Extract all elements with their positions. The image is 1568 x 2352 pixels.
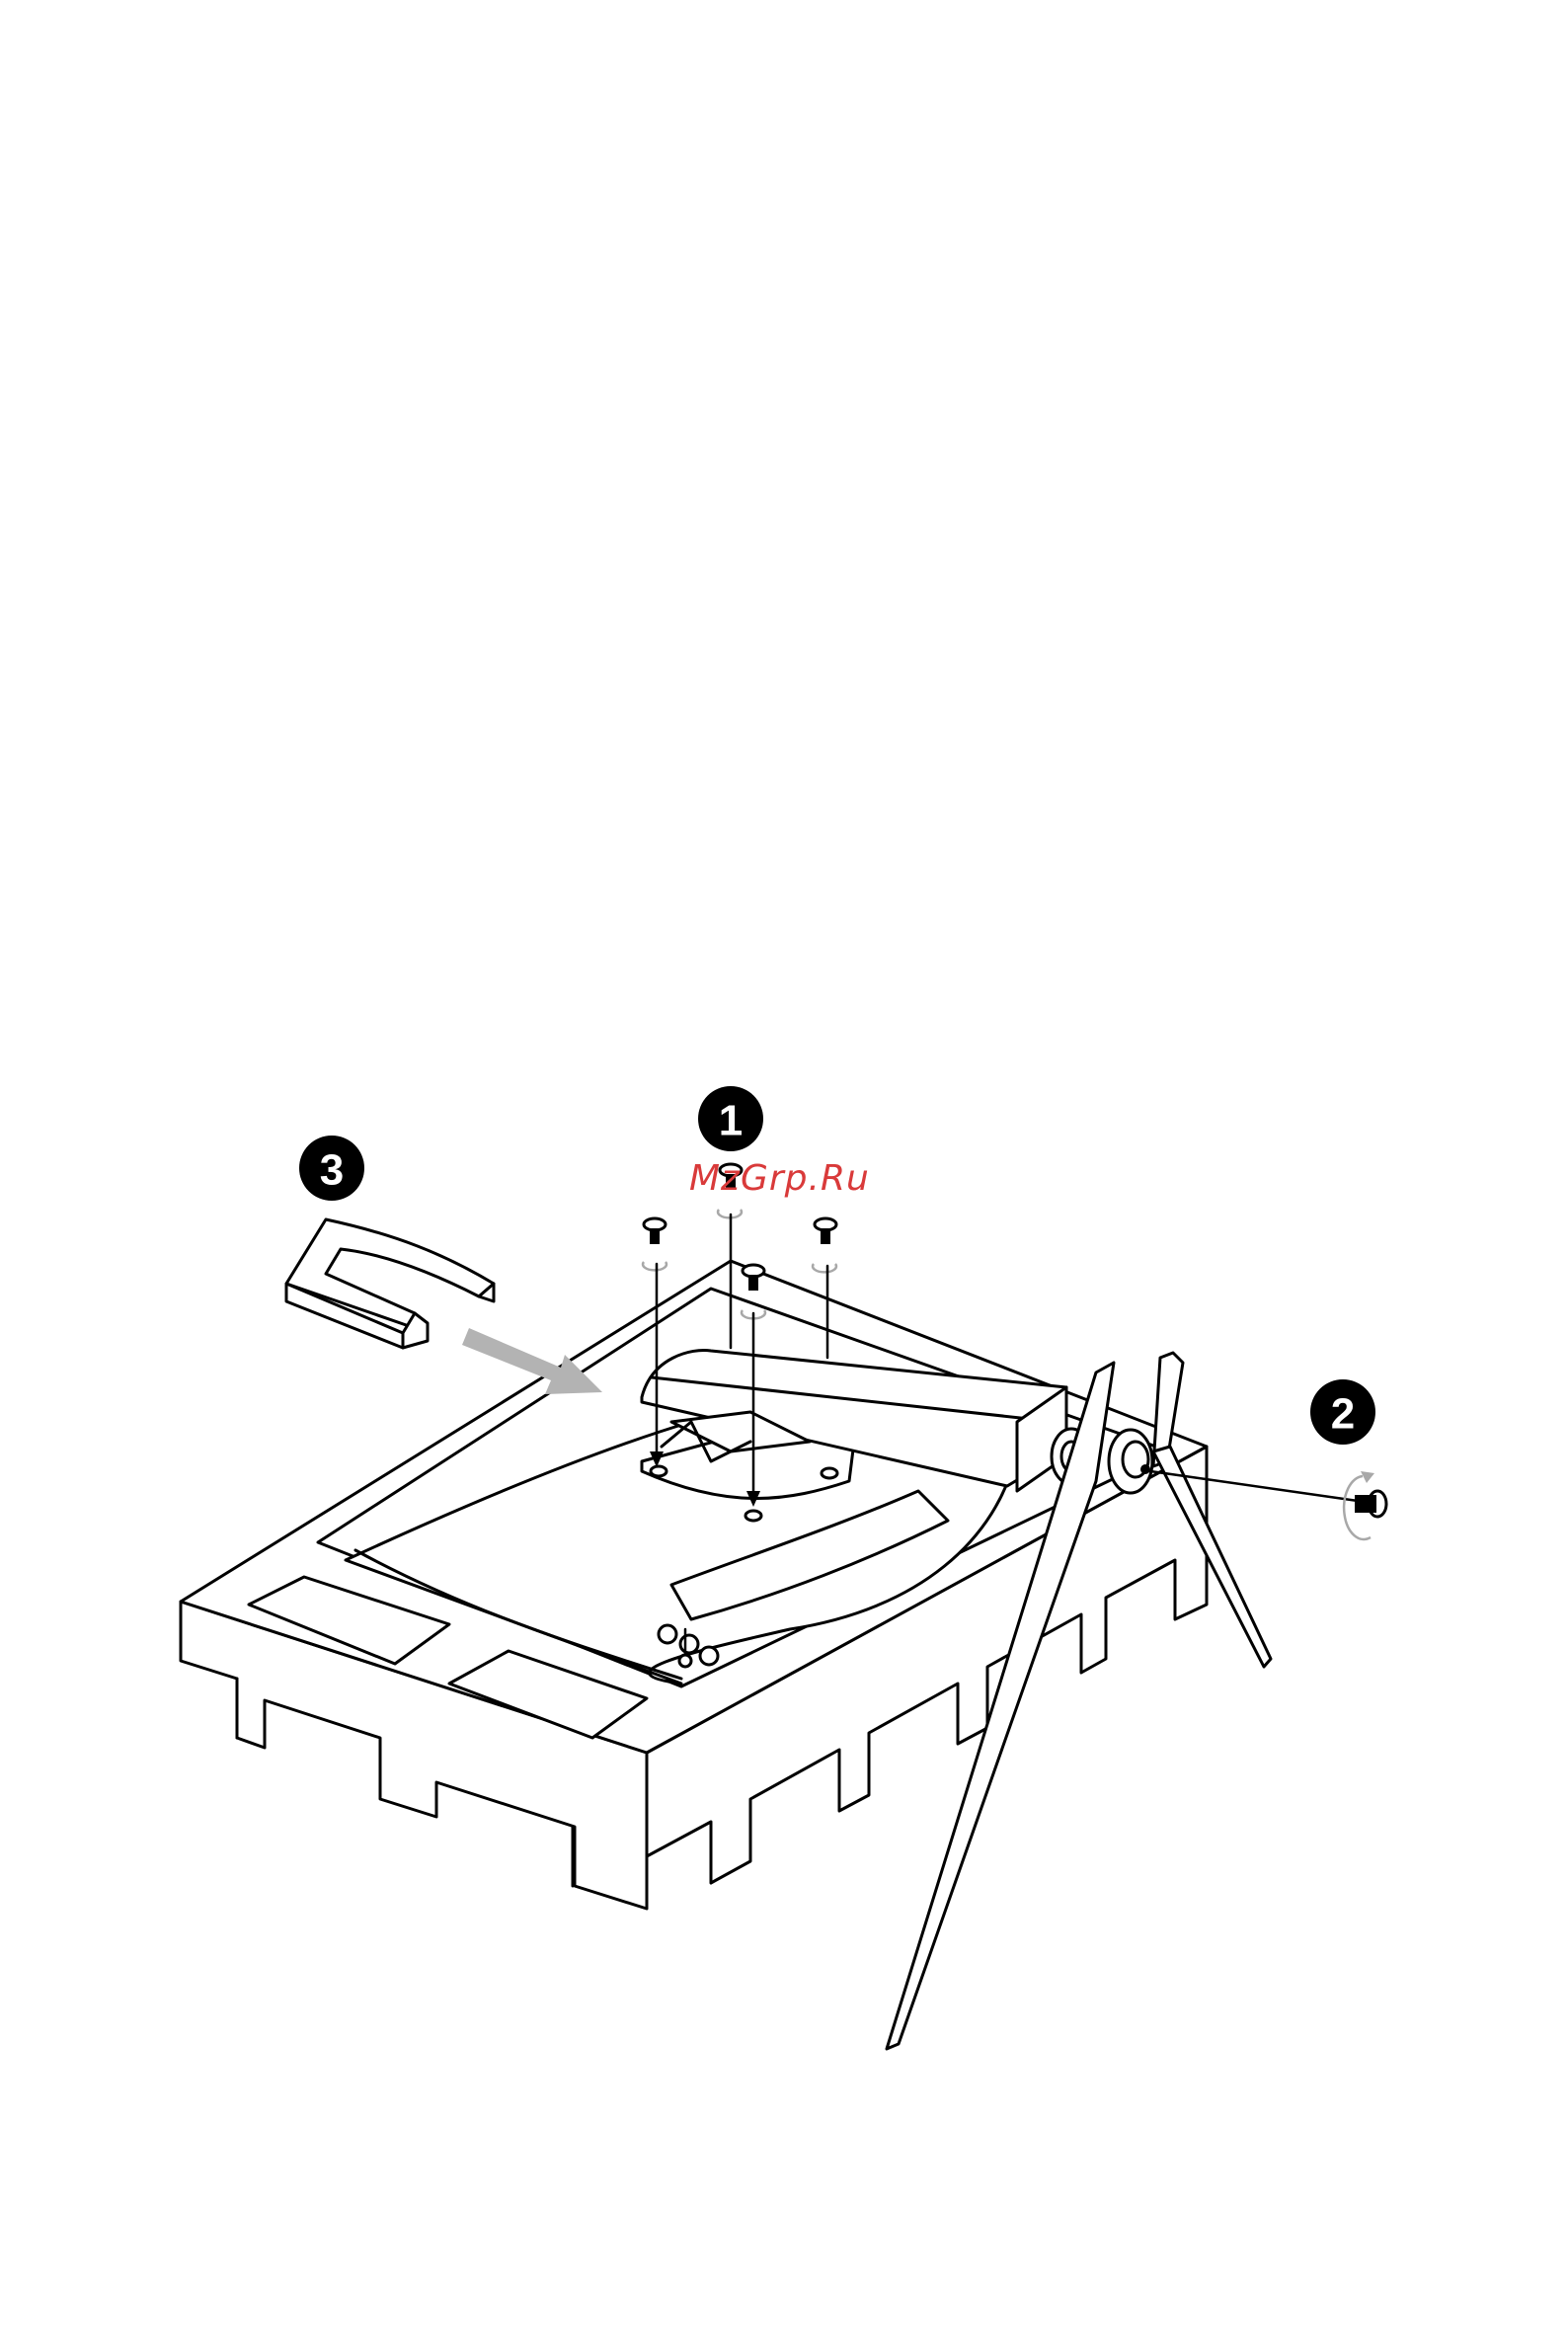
screw-2-shank (1355, 1495, 1376, 1513)
step-badge-2: 2 (1310, 1379, 1375, 1445)
mount-hole-1 (651, 1466, 666, 1476)
step-number-2: 2 (1331, 1390, 1355, 1439)
mount-hole-2 (745, 1511, 761, 1521)
port-1 (659, 1625, 676, 1643)
port-3 (679, 1655, 691, 1667)
step-number-1: 1 (719, 1097, 743, 1145)
step-badge-3: 3 (299, 1136, 364, 1201)
step-badge-1: 1 (698, 1086, 763, 1151)
port-2 (680, 1635, 698, 1653)
removed-arm-piece (286, 1219, 494, 1348)
mount-hole-3 (822, 1468, 837, 1478)
step-number-3: 3 (320, 1146, 344, 1195)
hinge-screw-hole (1140, 1464, 1150, 1474)
port-4 (700, 1647, 718, 1665)
watermark-text: MzGrp.Ru (689, 1158, 870, 1199)
